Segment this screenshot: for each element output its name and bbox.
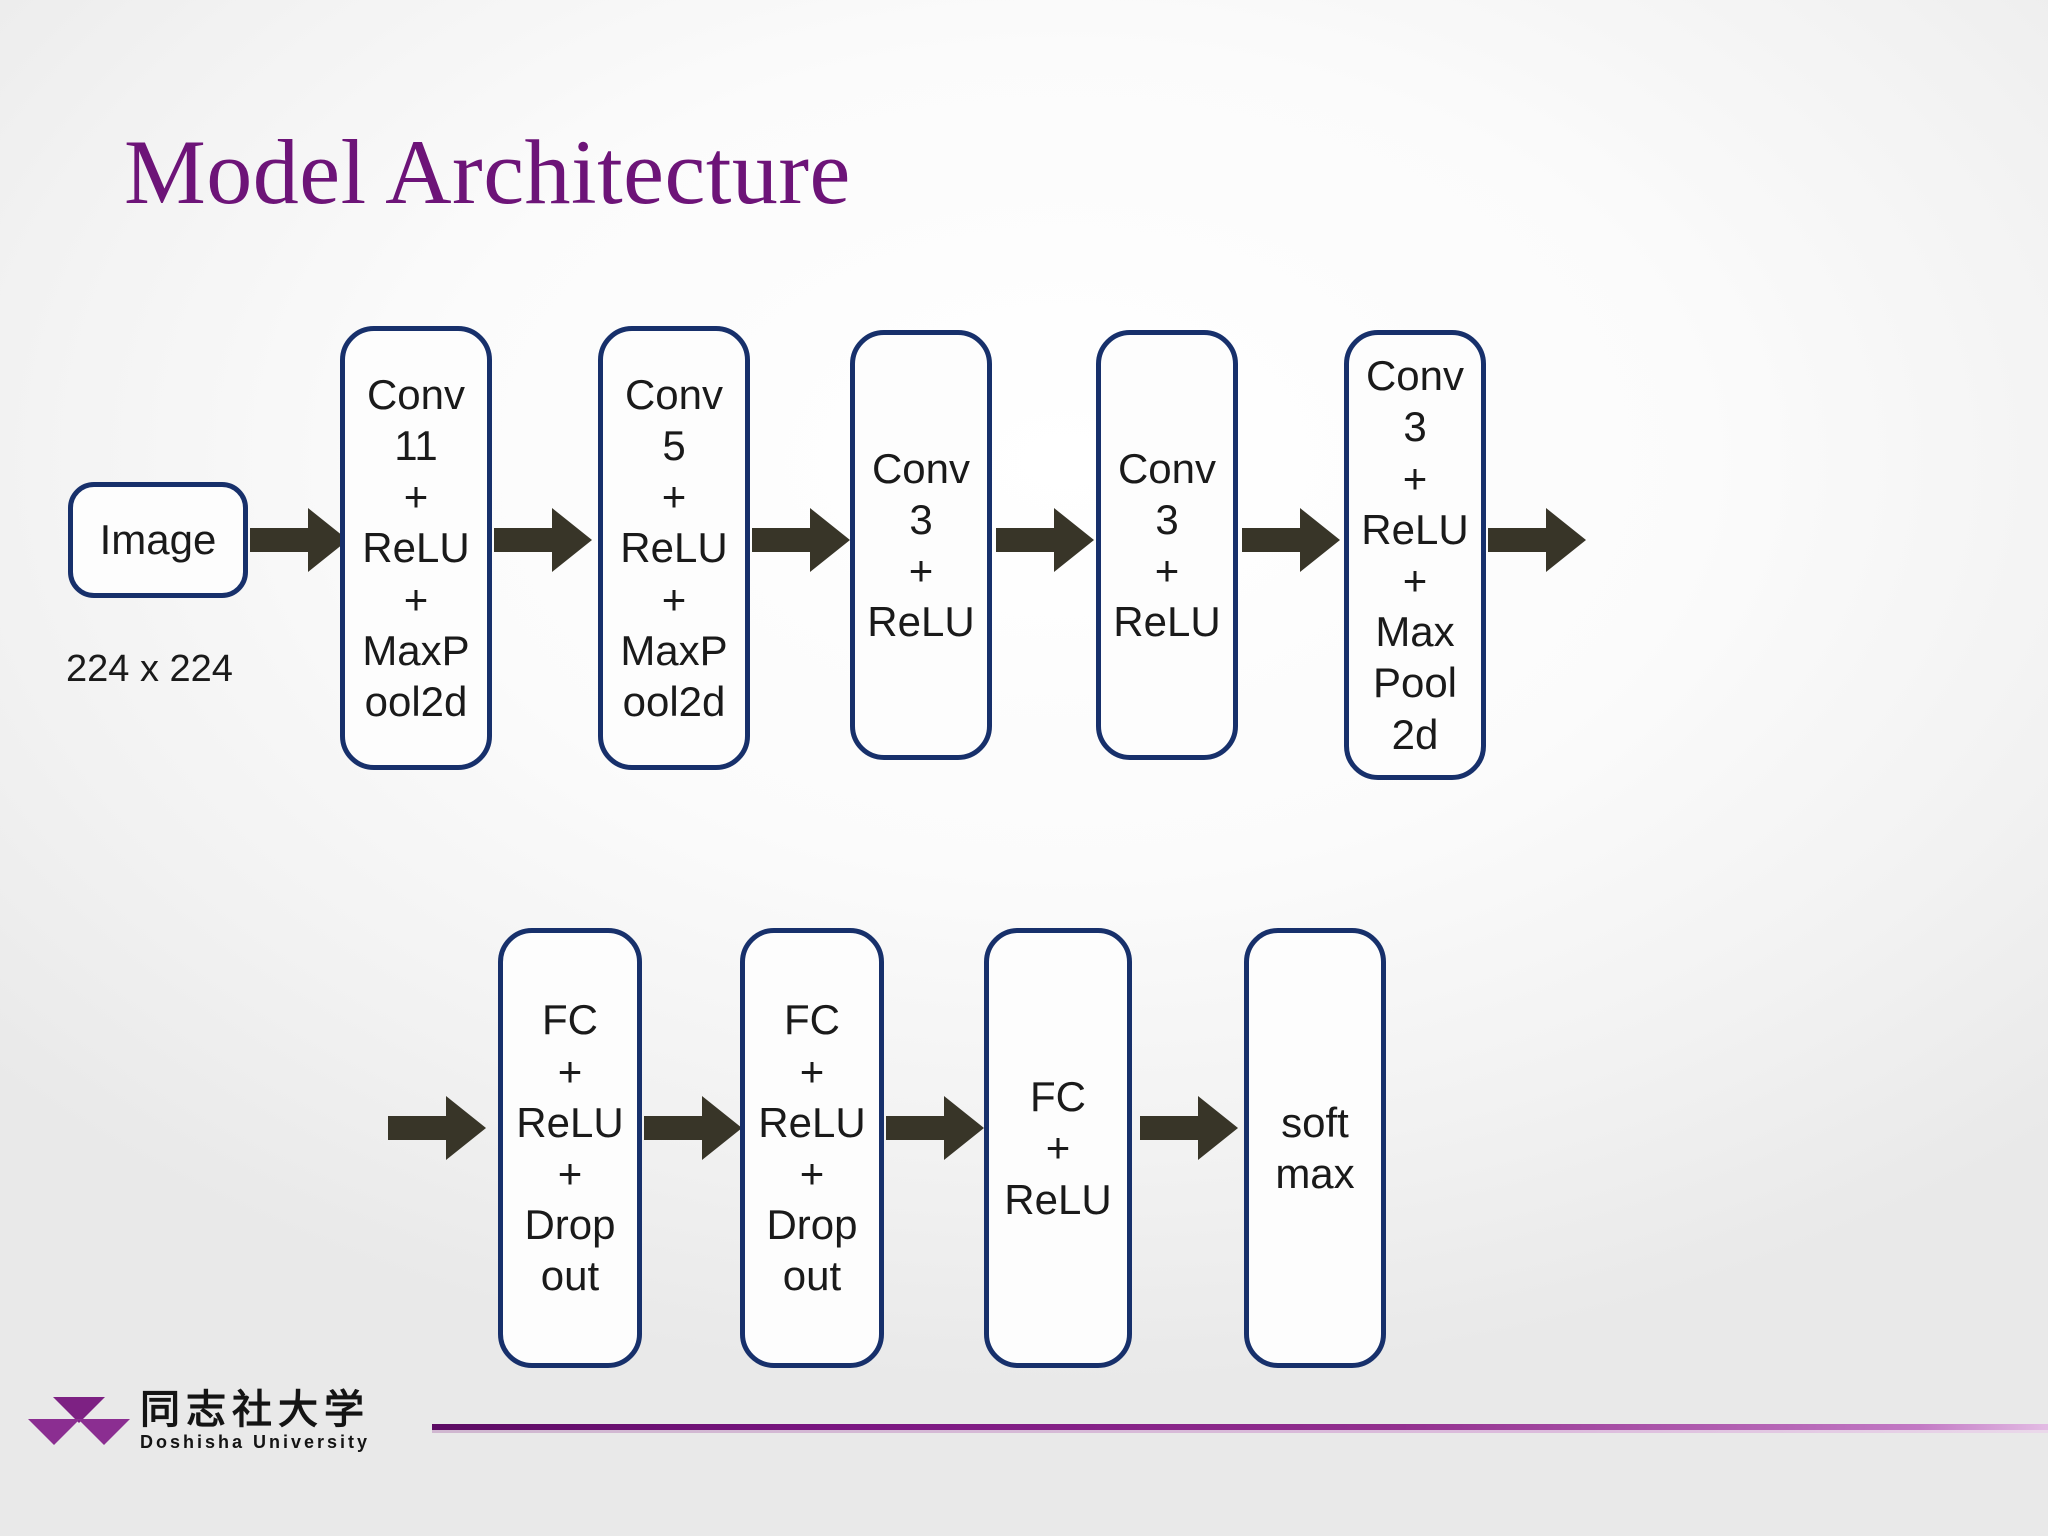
triangle-top-icon [53,1396,105,1423]
node-conv3-a[interactable]: Conv 3 + ReLU [850,330,992,760]
input-size-label: 224 x 224 [66,648,233,690]
logo-english-name: Doshisha University [140,1432,371,1452]
footer-divider [432,1424,2048,1433]
node-fc1[interactable]: FC + ReLU + Drop out [498,928,642,1368]
node-fc2-label: FC + ReLU + Drop out [758,996,866,1300]
node-conv3-a-label: Conv 3 + ReLU [867,444,975,646]
triangle-right-icon [78,1418,130,1445]
node-softmax-label: soft max [1275,1098,1355,1197]
node-conv5-label: Conv 5 + ReLU + MaxP ool2d [620,370,728,726]
arrow-right-icon-7 [388,1094,486,1162]
node-conv11[interactable]: Conv 11 + ReLU + MaxP ool2d [340,326,492,770]
arrow-right-icon-9 [886,1094,984,1162]
doshisha-university-logo: 同志社大学 Doshisha University [28,1387,371,1452]
node-conv3-c-label: Conv 3 + ReLU + Max Pool 2d [1361,352,1469,758]
node-image[interactable]: Image [68,482,248,598]
triangles-logo-icon [28,1396,130,1445]
logo-japanese-name: 同志社大学 [140,1387,370,1432]
page-title: Model Architecture [124,121,851,223]
arrow-right-icon-2 [494,506,592,574]
node-conv3-b-label: Conv 3 + ReLU [1113,444,1221,646]
arrow-right-icon-10 [1140,1094,1238,1162]
node-conv11-label: Conv 11 + ReLU + MaxP ool2d [362,370,470,726]
node-softmax[interactable]: soft max [1244,928,1386,1368]
arrow-right-icon-5 [1242,506,1340,574]
node-conv3-b[interactable]: Conv 3 + ReLU [1096,330,1238,760]
node-fc2[interactable]: FC + ReLU + Drop out [740,928,884,1368]
arrow-right-icon-3 [752,506,850,574]
arrow-right-icon-4 [996,506,1094,574]
node-conv5[interactable]: Conv 5 + ReLU + MaxP ool2d [598,326,750,770]
node-fc3[interactable]: FC + ReLU [984,928,1132,1368]
arrow-right-icon-1 [250,506,348,574]
node-image-label: Image [99,516,217,564]
node-fc1-label: FC + ReLU + Drop out [516,996,624,1300]
triangle-left-icon [28,1418,80,1445]
node-fc3-label: FC + ReLU [1004,1073,1112,1223]
arrow-right-icon-6 [1488,506,1586,574]
logo-wordmark: 同志社大学 Doshisha University [140,1387,371,1452]
arrow-right-icon-8 [644,1094,742,1162]
node-conv3-c[interactable]: Conv 3 + ReLU + Max Pool 2d [1344,330,1486,780]
